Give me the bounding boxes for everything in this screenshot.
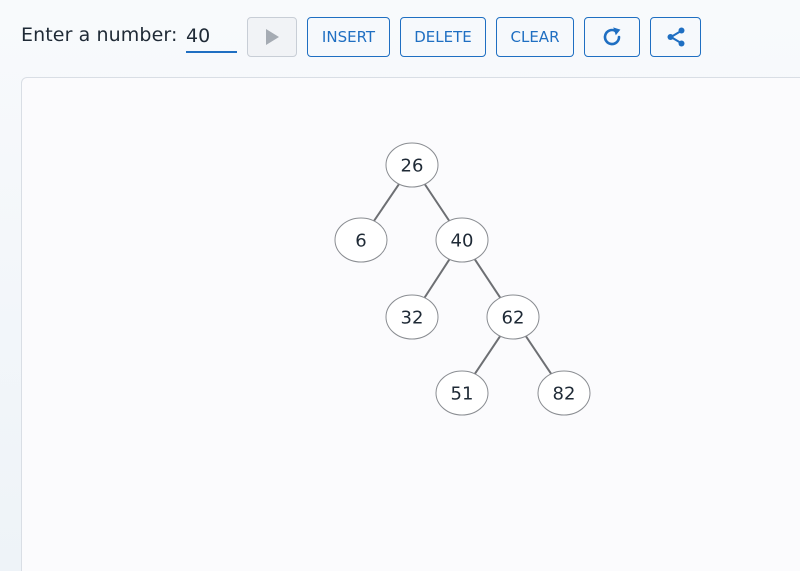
number-prompt-label: Enter a number:: [21, 24, 178, 46]
tree-canvas: 26 6 40 32 62 51 82: [21, 77, 800, 571]
tree-node-label: 51: [451, 384, 474, 405]
tree-node-label: 6: [355, 231, 366, 252]
tree-node-6[interactable]: 6: [334, 217, 388, 263]
share-icon: [667, 27, 684, 47]
tree-node-circle: [385, 294, 439, 340]
tree-node-circle: [435, 217, 489, 263]
play-icon: [266, 29, 279, 45]
tree-node-label: 62: [502, 308, 525, 329]
insert-button[interactable]: INSERT: [307, 17, 390, 57]
tree-node-40[interactable]: 40: [435, 217, 489, 263]
tree-node-26[interactable]: 26: [385, 142, 439, 188]
refresh-button[interactable]: [584, 17, 640, 57]
tree-node-circle: [385, 142, 439, 188]
delete-button[interactable]: DELETE: [400, 17, 486, 57]
toolbar: Enter a number: INSERT DELETE CLEAR: [0, 0, 800, 74]
tree-node-label: 40: [451, 231, 474, 252]
tree-node-32[interactable]: 32: [385, 294, 439, 340]
number-input[interactable]: [186, 20, 237, 53]
tree-node-62[interactable]: 62: [486, 294, 540, 340]
tree-diagram: 26 6 40 32 62 51 82: [334, 142, 591, 416]
tree-node-label: 82: [553, 384, 576, 405]
tree-node-circle: [537, 370, 591, 416]
tree-node-circle: [435, 370, 489, 416]
tree-node-circle: [486, 294, 540, 340]
play-button[interactable]: [247, 17, 297, 57]
tree-node-51[interactable]: 51: [435, 370, 489, 416]
tree-node-circle: [334, 217, 388, 263]
share-button[interactable]: [650, 17, 701, 57]
tree-node-82[interactable]: 82: [537, 370, 591, 416]
tree-node-label: 32: [401, 308, 424, 329]
refresh-icon: [603, 27, 621, 46]
clear-button[interactable]: CLEAR: [496, 17, 574, 57]
tree-node-label: 26: [401, 156, 424, 177]
